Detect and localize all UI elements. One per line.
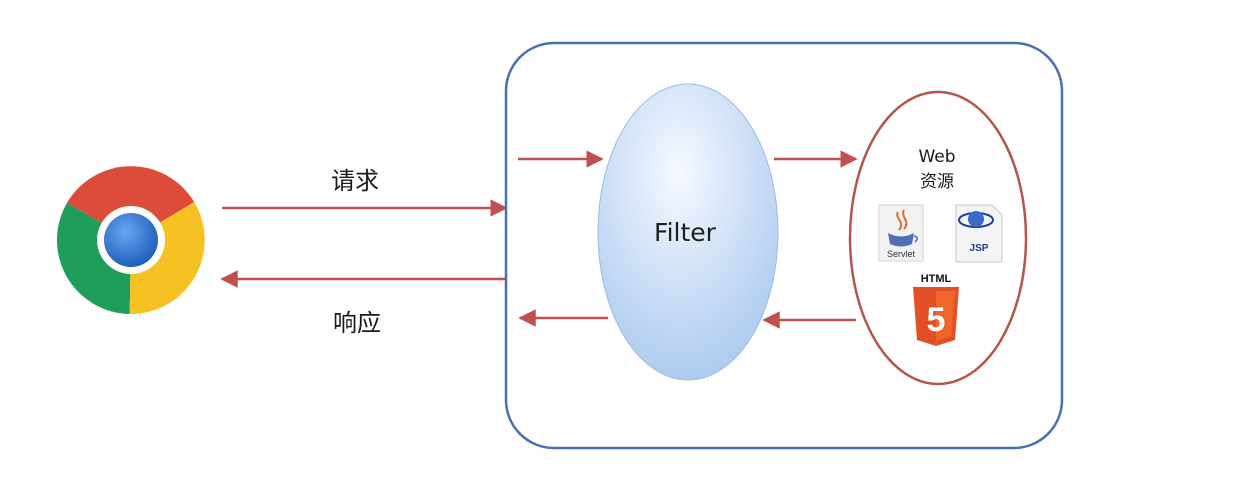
svg-text:5: 5 bbox=[927, 301, 946, 339]
request-label: 请求 bbox=[331, 167, 379, 195]
server-container bbox=[504, 41, 1064, 450]
jsp-icon: JSP bbox=[955, 204, 1003, 263]
servlet-icon-label: Servlet bbox=[887, 249, 916, 259]
servlet-icon: Servlet bbox=[878, 204, 924, 262]
html5-icon-label: HTML bbox=[921, 273, 952, 285]
html5-icon: HTML 5 bbox=[913, 273, 959, 346]
chrome-icon bbox=[56, 166, 205, 315]
web-resource-node bbox=[848, 90, 1028, 386]
web-resource-title: Web bbox=[918, 147, 955, 167]
web-resource-subtitle: 资源 bbox=[920, 172, 954, 192]
filter-label: Filter bbox=[654, 218, 717, 247]
filter-node bbox=[597, 83, 779, 381]
response-label: 响应 bbox=[333, 309, 381, 337]
jsp-icon-label: JSP bbox=[970, 243, 989, 254]
